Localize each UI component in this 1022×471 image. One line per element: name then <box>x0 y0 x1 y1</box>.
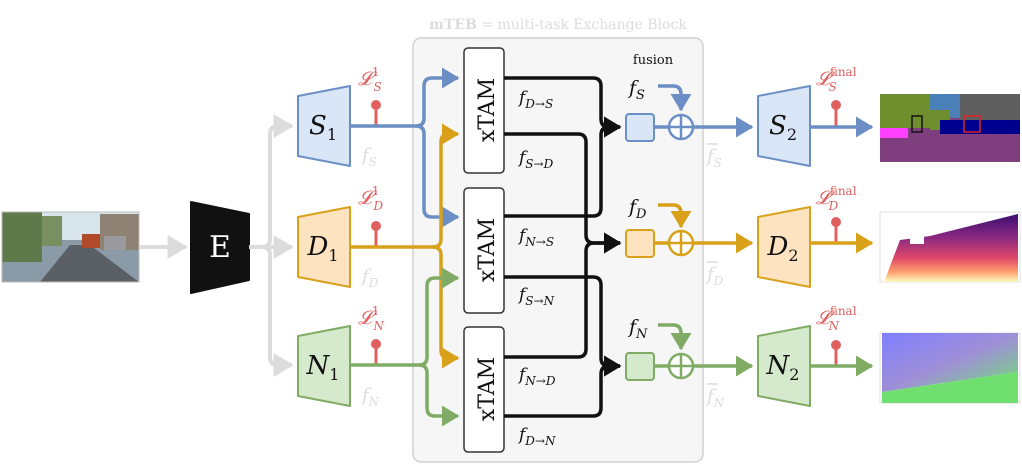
xtam-block-middle: xTAM <box>463 187 505 314</box>
svg-text:𝓛1S: 𝓛1S <box>358 65 382 94</box>
normals-skip-arrow <box>658 323 692 351</box>
svg-text:fD: fD <box>705 264 724 288</box>
semantic-head-1: S1 <box>297 85 351 167</box>
sum-node-icon <box>667 113 695 380</box>
final-loss-probe-icon <box>831 100 841 366</box>
fusion-feature-labels: fS fD fN <box>627 77 648 342</box>
svg-text:fD: fD <box>360 266 379 290</box>
exchange-arrows <box>504 76 622 418</box>
encoder-label: E <box>209 230 231 265</box>
encoder-block: E <box>190 201 250 294</box>
depth-skip-arrow <box>658 203 692 229</box>
svg-text:S1: S1 <box>309 111 337 144</box>
normals-fusion-box <box>625 352 655 381</box>
depth-fusion-box <box>625 229 655 258</box>
svg-text:fN: fN <box>627 316 648 342</box>
mteb-panel <box>412 37 704 463</box>
svg-text:𝓛1N: 𝓛1N <box>358 304 384 333</box>
normals-head-1: N1 <box>297 325 351 407</box>
flow-labels: fD→S fS→D fN→S fS→N fN→D fD→N <box>517 88 556 448</box>
svg-text:fS: fS <box>705 146 722 170</box>
depth-head-1: D1 <box>297 206 351 288</box>
semantic-skip-arrow <box>658 84 692 112</box>
svg-text:fD: fD <box>627 196 647 222</box>
semantic-output-image <box>880 94 1020 162</box>
svg-text:fN→S: fN→S <box>517 226 554 249</box>
xtam-block-top: xTAM <box>463 47 505 174</box>
svg-text:fD→N: fD→N <box>517 425 556 448</box>
svg-text:xTAM: xTAM <box>475 357 500 421</box>
svg-text:fS: fS <box>627 77 645 103</box>
semantic-head-2: S2 <box>757 85 811 167</box>
depth-routes <box>350 123 460 369</box>
loss-probe-icon <box>371 100 381 365</box>
svg-text:𝓛1D: 𝓛1D <box>358 184 383 213</box>
svg-text:fS→N: fS→N <box>517 285 555 308</box>
svg-text:fS: fS <box>360 145 377 169</box>
semantic-fusion-box <box>625 113 655 142</box>
svg-text:fD→S: fD→S <box>517 88 553 111</box>
svg-text:fS→D: fS→D <box>517 148 554 171</box>
faint-fused-feature-labels: fS fD fN <box>705 143 725 410</box>
semantic-routes <box>350 67 460 228</box>
encoder-to-heads-arrows <box>249 114 294 377</box>
svg-text:xTAM: xTAM <box>475 218 500 282</box>
svg-text:N2: N2 <box>766 351 800 384</box>
svg-text:D1: D1 <box>306 232 338 265</box>
depth-output-image <box>879 211 1021 283</box>
svg-text:S2: S2 <box>769 111 797 144</box>
svg-text:N1: N1 <box>306 351 340 384</box>
svg-text:fN: fN <box>705 386 725 410</box>
xtam-block-bottom: xTAM <box>463 326 505 453</box>
depth-head-2: D2 <box>757 206 811 288</box>
normals-routes <box>350 267 460 427</box>
mteb-title: mTEB = multi-task Exchange Block <box>429 17 687 33</box>
normals-head-2: N2 <box>757 325 811 407</box>
fusion-label: fusion <box>633 53 674 68</box>
svg-text:fN→D: fN→D <box>517 365 556 388</box>
svg-text:D2: D2 <box>766 232 798 265</box>
svg-text:xTAM: xTAM <box>475 78 500 142</box>
svg-text:fN: fN <box>360 385 380 409</box>
input-image <box>1 211 140 283</box>
normals-output-image <box>879 332 1021 404</box>
